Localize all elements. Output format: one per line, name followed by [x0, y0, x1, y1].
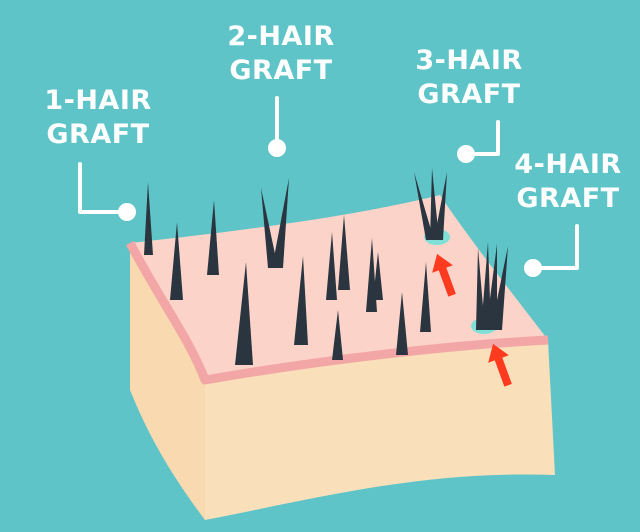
label-line: GRAFT	[417, 79, 521, 110]
skin-left-face	[130, 243, 205, 520]
label-line: 2-HAIR	[227, 21, 335, 52]
hair-strand-icon	[396, 292, 408, 355]
label-line: GRAFT	[229, 55, 333, 86]
label-4-hair-graft: 4-HAIR GRAFT	[498, 148, 638, 216]
red-arrow-icon	[488, 343, 512, 387]
label-2-hair-graft: 2-HAIR GRAFT	[206, 20, 356, 88]
hair-strand-icon	[207, 200, 219, 275]
arrows	[432, 253, 512, 387]
hair-strand-icon	[332, 310, 343, 360]
label-line: GRAFT	[516, 183, 620, 214]
label-line: 1-HAIR	[44, 85, 152, 116]
label-3-hair-graft: 3-HAIR GRAFT	[394, 44, 544, 112]
hair-strand-icon	[373, 252, 383, 300]
callout-dot-icon	[118, 203, 136, 221]
skin-front-face	[130, 243, 555, 520]
red-arrow-icon	[432, 253, 456, 297]
label-line: 3-HAIR	[415, 45, 523, 76]
skin-edge-stripe	[126, 240, 549, 385]
hair-strand-icon	[294, 256, 308, 345]
hair-strand-icon	[491, 246, 508, 330]
hair-strand-icon	[486, 244, 497, 330]
hair-strand-icon	[338, 215, 350, 290]
callout-dot-icon	[524, 259, 542, 277]
hair-strand-icon	[434, 172, 447, 240]
label-line: 4-HAIR	[514, 149, 622, 180]
hair-strand-icon	[414, 172, 434, 240]
hair-strand-icon	[170, 222, 183, 300]
hair-strand-icon	[430, 168, 439, 240]
hair-strand-icon	[261, 188, 278, 268]
hair-strand-icon	[326, 232, 337, 300]
label-1-hair-graft: 1-HAIR GRAFT	[28, 84, 168, 152]
callout-line-3	[464, 120, 500, 156]
hair-strand-icon	[235, 262, 253, 365]
callout-line-4	[531, 224, 579, 270]
label-line: GRAFT	[46, 119, 150, 150]
hair-strand-icon	[420, 262, 431, 332]
callout-dots	[118, 139, 542, 277]
callout-line-1	[78, 162, 129, 214]
hair-strand-icon	[144, 182, 153, 255]
callout-dot-icon	[268, 139, 286, 157]
hair-strand-icon	[481, 242, 491, 330]
callout-dot-icon	[457, 145, 475, 163]
hair-strands	[144, 168, 508, 365]
hair-strand-icon	[272, 178, 289, 268]
